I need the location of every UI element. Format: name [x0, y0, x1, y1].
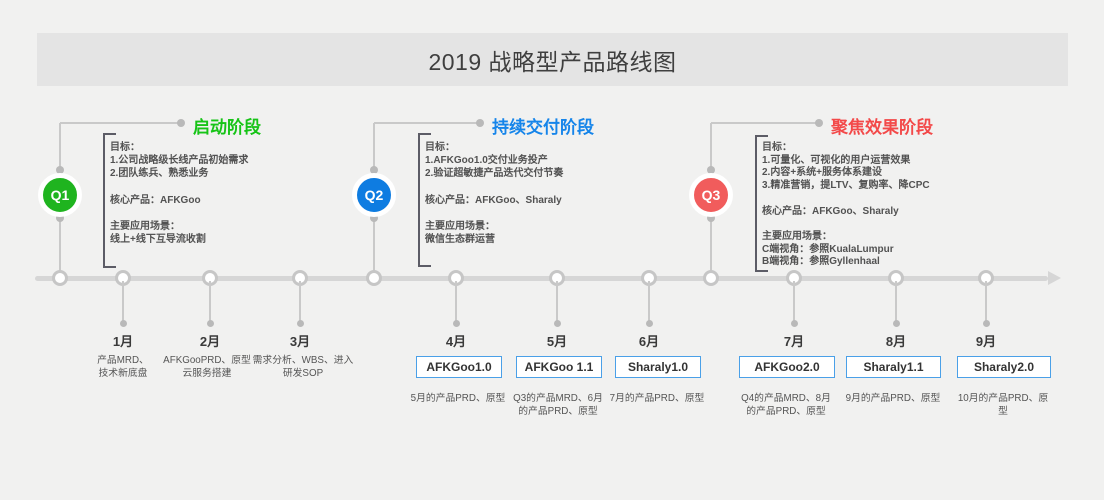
- connector-dot: [453, 320, 460, 327]
- timeline-arrow-icon: [1048, 271, 1061, 285]
- month-stem-line: [299, 281, 301, 321]
- product-box: Sharaly1.1: [846, 356, 941, 378]
- phase-badge: Q2: [352, 173, 396, 217]
- product-box: AFKGoo2.0: [739, 356, 835, 378]
- phase-title: 聚焦效果阶段: [831, 118, 933, 137]
- month-label: 6月: [638, 334, 660, 349]
- month-desc: Q4的产品MRD、8月 的产品PRD、原型: [741, 393, 831, 417]
- phase-title: 持续交付阶段: [492, 118, 594, 137]
- phase-details: 目标： 1.AFKGoo1.0交付业务投产 2.验证超敏捷产品迭代交付节奏 核心…: [425, 142, 564, 246]
- connector-dot: [815, 119, 823, 127]
- month-desc: 5月的产品PRD、原型: [410, 393, 506, 404]
- connector-dot: [476, 119, 484, 127]
- bracket: [418, 133, 431, 267]
- month-desc: 需求分析、WBS、进入 研发SOP: [252, 355, 354, 379]
- phase-connector-line: [60, 122, 181, 124]
- product-box: Sharaly1.0: [615, 356, 701, 378]
- month-label: 2月: [199, 334, 221, 349]
- phase-details: 目标： 1.可量化、可视化的用户运营效果 2.内容+系统+服务体系建设 3.精准…: [762, 142, 930, 268]
- month-desc: 7月的产品PRD、原型: [609, 393, 705, 404]
- connector-dot: [791, 320, 798, 327]
- connector-dot: [370, 214, 378, 222]
- timeline-node: [366, 270, 382, 286]
- month-desc: AFKGooPRD、原型 云服务搭建: [163, 355, 251, 379]
- month-label: 9月: [975, 334, 997, 349]
- month-stem-line: [209, 281, 211, 321]
- month-desc: 产品MRD、 技术新底盘: [97, 355, 149, 379]
- phase-connector-line: [711, 122, 819, 124]
- bracket: [103, 133, 116, 268]
- phase-title: 启动阶段: [193, 118, 261, 137]
- connector-dot: [554, 320, 561, 327]
- month-desc: 10月的产品PRD、原 型: [957, 393, 1049, 417]
- connector-dot: [707, 214, 715, 222]
- month-label: 4月: [445, 334, 467, 349]
- connector-dot: [370, 166, 378, 174]
- timeline-node: [52, 270, 68, 286]
- month-desc: 9月的产品PRD、原型: [845, 393, 941, 404]
- timeline-node: [703, 270, 719, 286]
- product-box: Sharaly2.0: [957, 356, 1051, 378]
- connector-dot: [983, 320, 990, 327]
- phase-badge: Q3: [689, 173, 733, 217]
- month-stem-line: [895, 281, 897, 321]
- timeline-bar: [35, 276, 1048, 281]
- phase-details: 目标： 1.公司战略级长线产品初始需求 2.团队练兵、熟悉业务 核心产品：AFK…: [110, 142, 249, 246]
- title-band: 2019 战略型产品路线图: [37, 33, 1068, 86]
- month-desc: Q3的产品MRD、6月 的产品PRD、原型: [513, 393, 603, 417]
- connector-dot: [297, 320, 304, 327]
- month-stem-line: [985, 281, 987, 321]
- month-stem-line: [793, 281, 795, 321]
- month-label: 5月: [546, 334, 568, 349]
- month-label: 7月: [783, 334, 805, 349]
- connector-dot: [707, 166, 715, 174]
- phase-badge: Q1: [38, 173, 82, 217]
- month-label: 3月: [289, 334, 311, 349]
- phase-connector-line: [374, 122, 480, 124]
- month-stem-line: [455, 281, 457, 321]
- bracket: [755, 135, 768, 272]
- connector-dot: [56, 166, 64, 174]
- month-label: 1月: [112, 334, 134, 349]
- connector-dot: [646, 320, 653, 327]
- connector-dot: [177, 119, 185, 127]
- month-stem-line: [122, 281, 124, 321]
- connector-dot: [120, 320, 127, 327]
- product-box: AFKGoo1.0: [416, 356, 502, 378]
- connector-dot: [893, 320, 900, 327]
- connector-dot: [207, 320, 214, 327]
- page-title: 2019 战略型产品路线图: [428, 48, 677, 75]
- month-stem-line: [648, 281, 650, 321]
- month-label: 8月: [885, 334, 907, 349]
- product-box: AFKGoo 1.1: [516, 356, 602, 378]
- month-stem-line: [556, 281, 558, 321]
- connector-dot: [56, 214, 64, 222]
